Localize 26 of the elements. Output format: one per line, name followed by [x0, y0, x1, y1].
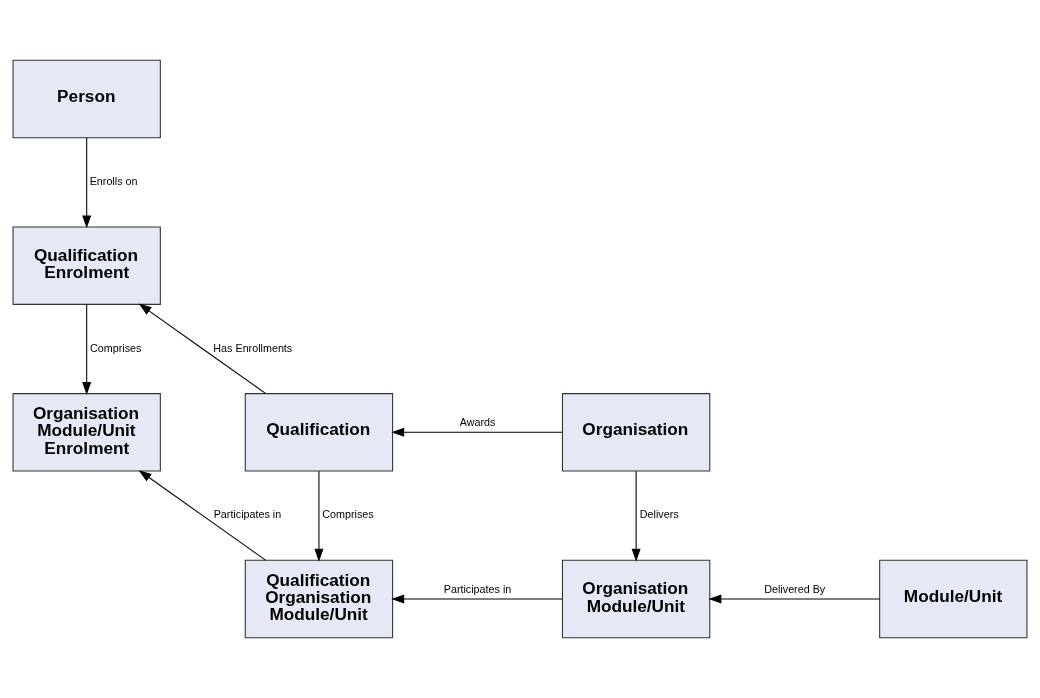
node-box: Organisation Module/Unit Enrolment	[12, 393, 161, 472]
arrow	[138, 303, 267, 394]
node-box: Module/Unit	[879, 559, 1028, 639]
edge-label: Awards	[459, 415, 496, 428]
edge-label: Delivered By	[764, 582, 826, 595]
edge-label: Participates in	[443, 582, 512, 595]
edge-label: Participates in	[213, 508, 282, 521]
arrow	[708, 594, 881, 604]
node-box: Organisation Module/Unit	[561, 559, 711, 639]
node-box: Qualification Organisation Module/Unit	[244, 559, 394, 639]
edge-label: Enrolls on	[89, 175, 138, 188]
node-box: Qualification Enrolment	[12, 226, 161, 305]
arrow	[138, 470, 267, 561]
edge-label: Has Enrollments	[213, 341, 293, 354]
edge-label: Delivers	[639, 508, 679, 521]
edge-label: Comprises	[322, 508, 374, 521]
edge-label: Comprises	[90, 341, 142, 354]
node-box: Organisation	[561, 393, 711, 472]
arrow	[391, 427, 563, 437]
arrow	[631, 470, 641, 562]
node-box: Person	[12, 59, 161, 139]
node-box: Qualification	[244, 393, 394, 472]
arrow	[82, 137, 92, 229]
arrow	[82, 303, 92, 396]
arrow	[314, 470, 324, 562]
arrow	[391, 594, 563, 604]
